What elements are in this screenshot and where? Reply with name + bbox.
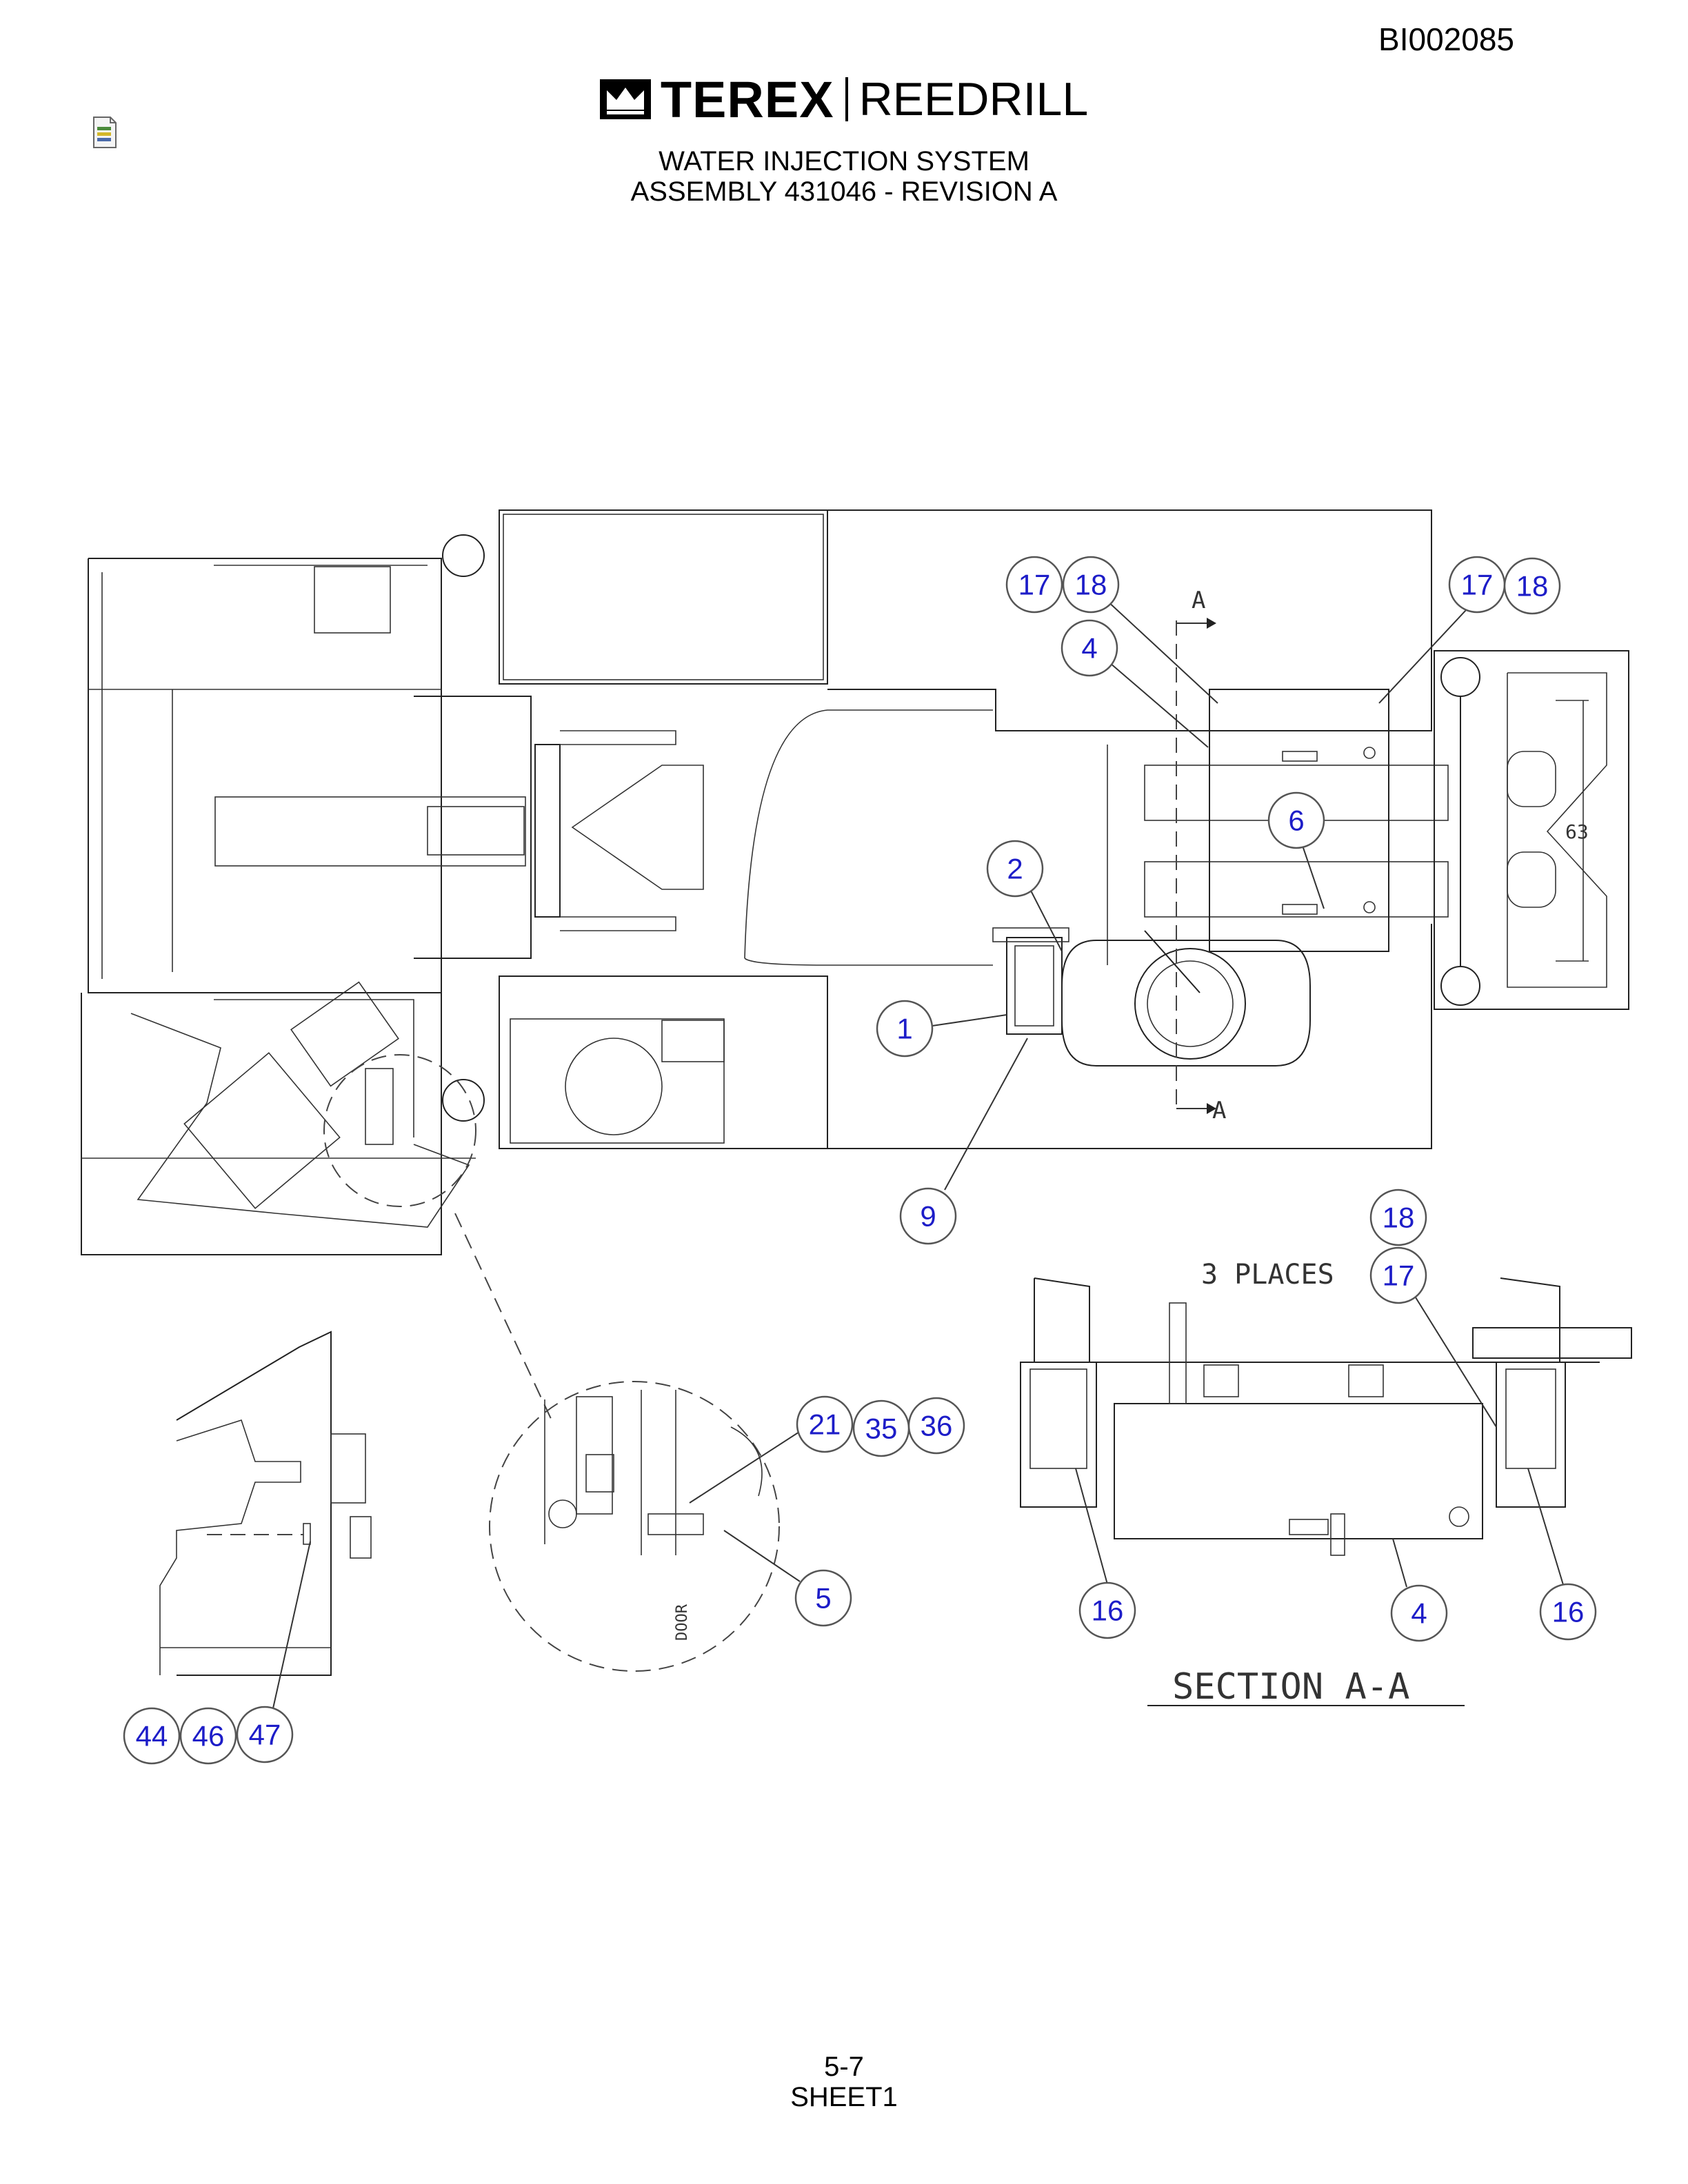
section-marker-top: A: [1192, 587, 1205, 614]
callout-21: 21: [796, 1395, 854, 1453]
svg-text:18: 18: [1516, 570, 1549, 603]
callout-44: 44: [123, 1707, 181, 1765]
svg-text:36: 36: [921, 1410, 953, 1442]
door-detail-view: DOOR: [489, 1381, 780, 1672]
logo-separator: [845, 77, 848, 121]
svg-text:16: 16: [1552, 1596, 1585, 1628]
plan-view: 63 A A: [81, 509, 1629, 1421]
callout-6: 6: [1267, 791, 1325, 849]
callout-17-top-left: 17: [1005, 556, 1063, 614]
svg-text:2: 2: [1007, 853, 1023, 885]
logo-reedrill-text: REEDRILL: [858, 73, 1089, 125]
svg-text:17: 17: [1383, 1260, 1415, 1292]
svg-text:16: 16: [1092, 1595, 1124, 1627]
callout-47: 47: [236, 1706, 294, 1763]
callout-18-section: 18: [1369, 1189, 1427, 1246]
callout-35: 35: [852, 1399, 910, 1457]
document-id: BI002085: [1378, 21, 1514, 57]
svg-text:6: 6: [1288, 805, 1304, 837]
door-label: DOOR: [674, 1604, 691, 1641]
callout-2: 2: [986, 840, 1044, 898]
svg-text:4: 4: [1081, 632, 1097, 665]
svg-text:9: 9: [920, 1200, 936, 1233]
callout-17-top-right: 17: [1448, 556, 1506, 614]
leader-lines: [272, 599, 1565, 1709]
callout-16-left: 16: [1078, 1581, 1136, 1639]
svg-text:18: 18: [1075, 569, 1107, 601]
callout-balloons: 17 18 4 17 18 6 2 1 9 18 17 21 35 36 5 1…: [123, 556, 1597, 1765]
callout-9: 9: [899, 1187, 957, 1245]
section-marker-bottom: A: [1212, 1097, 1226, 1124]
sheet-label: SHEET1: [790, 2082, 898, 2112]
title-line-2: ASSEMBLY 431046 - REVISION A: [630, 176, 1058, 207]
svg-text:35: 35: [865, 1413, 898, 1445]
terex-crown-logo-icon: [599, 79, 651, 119]
dimension-63-label: 63: [1565, 820, 1589, 843]
svg-text:47: 47: [249, 1719, 281, 1751]
callout-1: 1: [876, 1000, 934, 1058]
callout-4-section: 4: [1390, 1584, 1448, 1642]
callout-16-right: 16: [1539, 1583, 1597, 1641]
svg-text:4: 4: [1411, 1597, 1427, 1630]
logo-terex-text: TEREX: [660, 70, 834, 128]
callout-4-top: 4: [1061, 619, 1118, 677]
svg-text:5: 5: [815, 1582, 831, 1615]
side-detail-view: [159, 1331, 372, 1676]
svg-text:17: 17: [1018, 569, 1051, 601]
svg-text:18: 18: [1383, 1202, 1415, 1234]
svg-text:44: 44: [136, 1720, 168, 1752]
callout-17-section: 17: [1369, 1246, 1427, 1304]
three-places-label: 3 PLACES: [1201, 1259, 1334, 1291]
callout-46: 46: [179, 1707, 237, 1765]
svg-text:46: 46: [192, 1720, 225, 1752]
svg-text:1: 1: [896, 1013, 912, 1045]
callout-18-top-right: 18: [1503, 557, 1561, 615]
svg-text:21: 21: [809, 1408, 841, 1441]
title-line-1: WATER INJECTION SYSTEM: [659, 146, 1029, 176]
section-a-a-title: SECTION A-A: [1172, 1666, 1409, 1708]
page-number: 5-7: [824, 2052, 864, 2082]
svg-text:17: 17: [1461, 569, 1494, 601]
callout-36: 36: [907, 1397, 965, 1455]
document-icon: [93, 117, 117, 148]
callout-5: 5: [794, 1569, 852, 1627]
section-a-a-view: 3 PLACES SECTION A-A: [1020, 1259, 1632, 1708]
brand-logo: TEREX REEDRILL: [0, 70, 1688, 128]
callout-18-top-left: 18: [1062, 556, 1120, 614]
